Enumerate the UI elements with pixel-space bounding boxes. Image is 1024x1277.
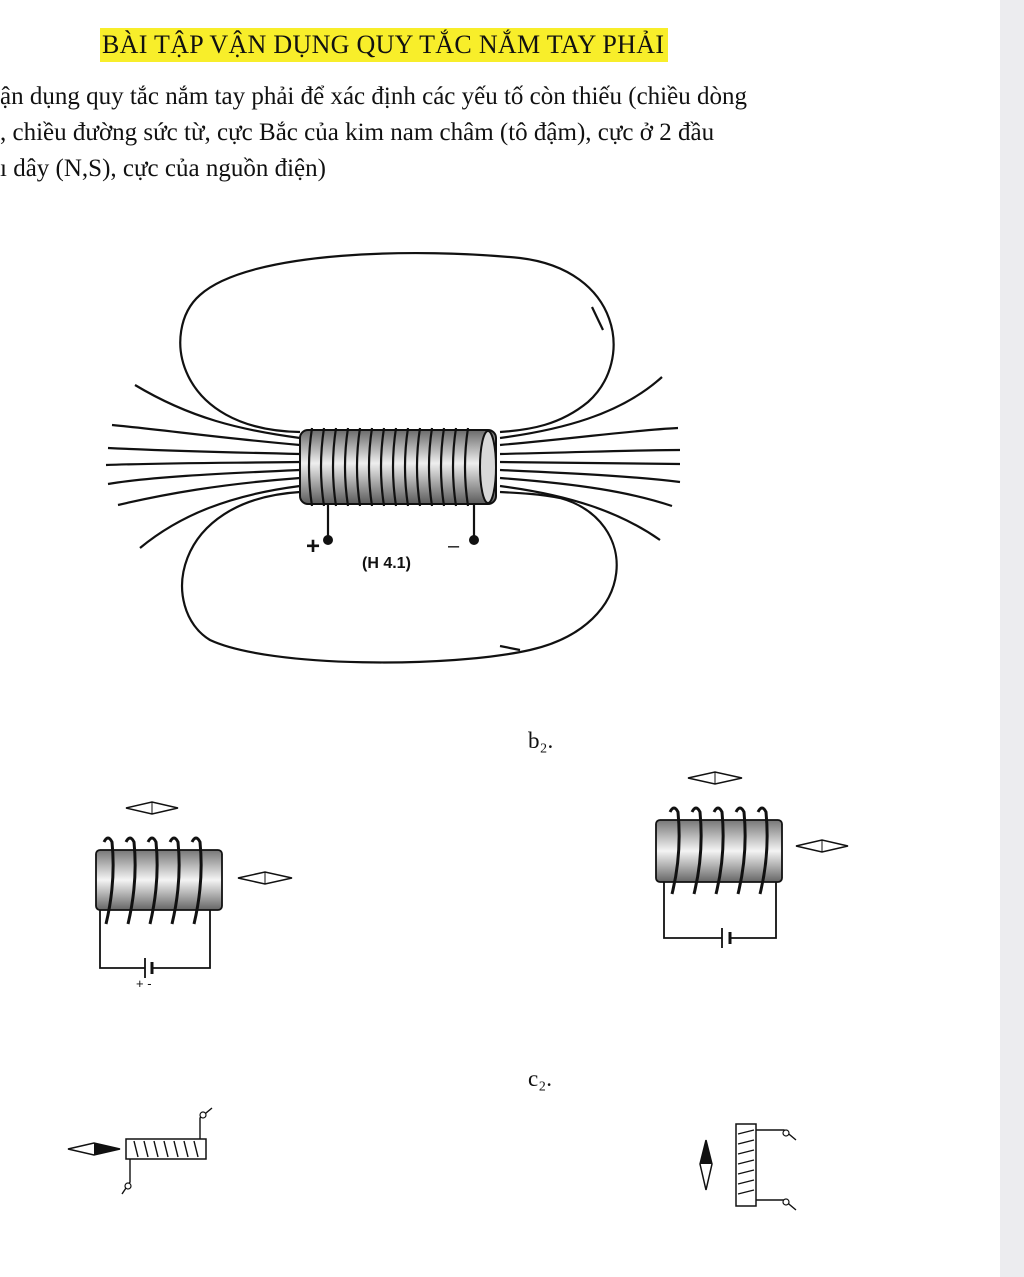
- instruction-line-2: , chiều đường sức từ, cực Bắc của kim na…: [0, 119, 715, 146]
- page-title: BÀI TẬP VẬN DỤNG QUY TẮC NẮM TAY PHẢI: [100, 28, 669, 62]
- instruction-line-3: ı dây (N,S), cực của nguồn điện): [0, 155, 326, 182]
- b2-left-figure: [95, 801, 293, 978]
- plus-terminal-sign: +: [306, 533, 321, 560]
- solenoid-field-figure: [105, 251, 681, 664]
- b2-right-figure: [655, 771, 849, 948]
- minus-terminal-sign: –: [448, 535, 460, 557]
- c2-right-figure: [699, 1123, 797, 1211]
- page-scrollbar-gutter[interactable]: [1000, 0, 1024, 1277]
- compass-needle-dark-half: [94, 1143, 120, 1155]
- section-b2-label: b₂.: [528, 728, 554, 753]
- c2-left-figure: [67, 1107, 213, 1195]
- instruction-line-1: ận dụng quy tắc nắm tay phải để xác định…: [0, 83, 747, 110]
- main-solenoid-coil: [299, 427, 497, 545]
- section-c2-label: c₂.: [528, 1066, 552, 1091]
- figures-canvas: + -: [67, 251, 849, 1211]
- figure-caption-h41: (H 4.1): [362, 555, 411, 572]
- b2-left-battery-signs: + -: [136, 976, 152, 991]
